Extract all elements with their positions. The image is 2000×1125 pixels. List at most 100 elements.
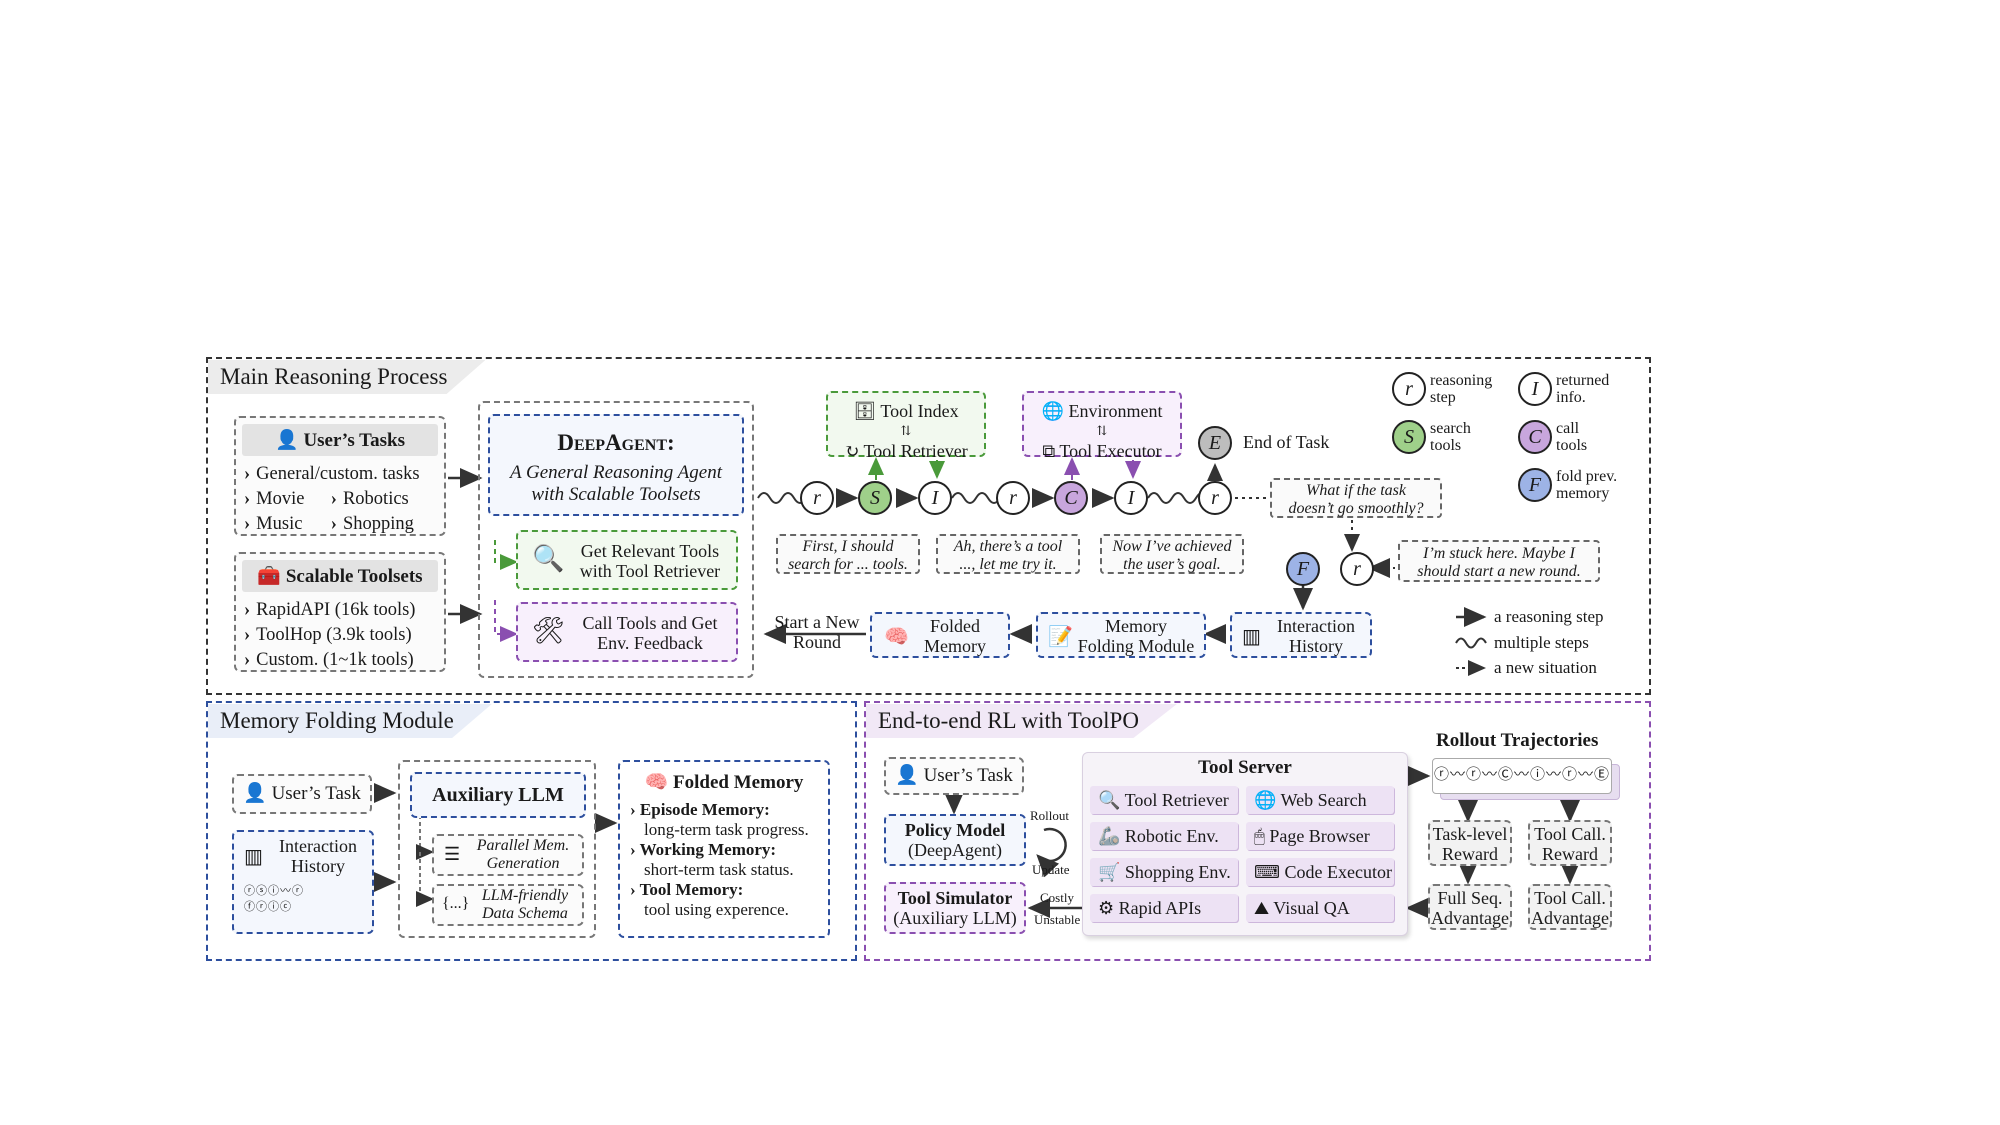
- toolset-item: ›ToolHop (3.9k tools): [244, 625, 412, 645]
- globe-icon: 🌐: [1041, 401, 1069, 421]
- robot-arm-icon: 🦾: [1098, 826, 1125, 846]
- update-label: Update: [1032, 862, 1070, 877]
- node-r4: r: [1340, 552, 1374, 586]
- users-tasks-box: 👤 User’s Tasks ›General/custom. tasks ›M…: [234, 416, 446, 536]
- full-adv-label: Full Seq.Advantage: [1431, 888, 1509, 928]
- node-info2: I: [1114, 481, 1148, 515]
- swap-icon: ⇅: [1096, 423, 1108, 438]
- user-icon: 👤: [275, 430, 304, 451]
- rollout-label: Rollout: [1030, 808, 1070, 823]
- executor-icon: ⧉: [1042, 441, 1060, 461]
- rl-title: End-to-end RL with ToolPO: [866, 704, 1177, 738]
- rl-panel: [864, 701, 1651, 961]
- cart-icon: 🛒: [1098, 862, 1125, 882]
- api-icon: ⚙: [1098, 898, 1119, 918]
- folded-memory-header: 🧠 Folded Memory: [644, 772, 804, 793]
- deepagent-subtitle-2: with Scalable Toolsets: [531, 484, 701, 505]
- tool-adv-label: Tool Call.Advantage: [1531, 888, 1609, 928]
- list-icon: ☰: [444, 844, 461, 864]
- parallel-mem-box: ☰ Parallel Mem.Generation: [432, 834, 584, 876]
- main-reasoning-title: Main Reasoning Process: [208, 360, 486, 394]
- legend-node-i: I: [1518, 372, 1552, 406]
- rollout-trajectories-title: Rollout Trajectories: [1436, 730, 1599, 751]
- task-item-row: ›Movie ›Robotics: [244, 489, 409, 509]
- history-icon: ▥: [1242, 626, 1261, 648]
- legend-line-dotted: a new situation: [1494, 658, 1597, 677]
- tool-server-title: Tool Server: [1198, 757, 1292, 778]
- rl-users-task-box: 👤 User’s Task: [884, 757, 1024, 795]
- user-icon: 👤: [895, 765, 924, 786]
- aux-llm-box: Auxiliary LLM: [410, 772, 586, 818]
- deepagent-subtitle-1: A General Reasoning Agent: [510, 462, 722, 483]
- environment-label: 🌐 Environment: [1041, 401, 1163, 421]
- braces-icon: {...}: [442, 895, 470, 912]
- toolsets-header: 🧰 Scalable Toolsets: [242, 560, 438, 592]
- refresh-search-icon: ↻: [844, 441, 864, 461]
- legend-node-f: F: [1518, 468, 1552, 502]
- users-tasks-header: 👤 User’s Tasks: [242, 424, 438, 456]
- toolbox-icon: 🧰: [257, 566, 286, 587]
- tool-index-label: 🗄 Tool Index: [853, 401, 959, 421]
- toolsets-box: 🧰 Scalable Toolsets ›RapidAPI (16k tools…: [234, 552, 446, 672]
- end-node: E: [1198, 426, 1232, 460]
- full-adv-box: Full Seq.Advantage: [1428, 884, 1512, 930]
- costly-label: Costly: [1040, 890, 1074, 905]
- policy-model-box: Policy Model(DeepAgent): [884, 814, 1026, 866]
- user-icon: 👤: [243, 783, 272, 804]
- memory-desc: tool using experence.: [644, 900, 789, 919]
- toolset-item: ›RapidAPI (16k tools): [244, 600, 416, 620]
- shopping-env-chip: 🛒 Shopping Env.: [1090, 858, 1238, 886]
- policy-model-label: Policy Model(DeepAgent): [904, 820, 1006, 860]
- aux-llm-container: [398, 760, 596, 938]
- legend-node-r: r: [1392, 372, 1426, 406]
- node-info1: I: [918, 481, 952, 515]
- deepagent-box: DeepAgent: A General Reasoning Agent wit…: [488, 414, 744, 516]
- image-icon: ⛰: [1254, 898, 1274, 918]
- tool-simulator-box: Tool Simulator(Auxiliary LLM): [884, 882, 1026, 934]
- node-r3: r: [1198, 481, 1232, 515]
- brain-icon: 🧠: [884, 626, 909, 648]
- traj-stack-front: ⓡ〰ⓡ〰Ⓒ〰ⓘ〰ⓡ〰Ⓔ: [1432, 758, 1612, 794]
- node-r2: r: [996, 481, 1030, 515]
- node-r1: r: [800, 481, 834, 515]
- memory-list: › Episode Memory: long-term task progres…: [620, 794, 828, 920]
- legend-line-arrow: a reasoning step: [1494, 607, 1604, 626]
- node-call: C: [1054, 481, 1088, 515]
- tool-reward-label: Tool Call.Reward: [1534, 824, 1606, 864]
- database-icon: 🗄: [853, 401, 881, 421]
- legend-node-s: S: [1392, 420, 1426, 454]
- page-browser-chip: 🖱 Page Browser: [1246, 822, 1394, 850]
- code-executor-chip: ⌨ Code Executor: [1246, 858, 1394, 886]
- visual-qa-chip: ⛰ Visual QA: [1246, 894, 1394, 922]
- tool-reward-box: Tool Call.Reward: [1528, 820, 1612, 866]
- tool-simulator-label: Tool Simulator(Auxiliary LLM): [893, 888, 1017, 928]
- memory-desc: long-term task progress.: [644, 820, 809, 839]
- tool-adv-box: Tool Call.Advantage: [1528, 884, 1612, 930]
- memory-desc: short-term task status.: [644, 860, 794, 879]
- legend-label-f: fold prev.memory: [1556, 468, 1618, 502]
- environment-box: 🌐 Environment ⇅ ⧉ Tool Executor: [1022, 391, 1182, 461]
- tool-index-box: 🗄 Tool Index ⇅ ↻ Tool Retriever: [826, 391, 986, 461]
- tool-executor-label: ⧉ Tool Executor: [1042, 441, 1162, 461]
- toolset-item: ›Custom. (1~1k tools): [244, 650, 414, 670]
- main-reasoning-panel: [206, 357, 1651, 695]
- search-icon: 🔍: [1098, 790, 1125, 810]
- memory-item: › Working Memory:: [630, 840, 777, 859]
- parallel-mem-label: Parallel Mem.Generation: [476, 837, 570, 872]
